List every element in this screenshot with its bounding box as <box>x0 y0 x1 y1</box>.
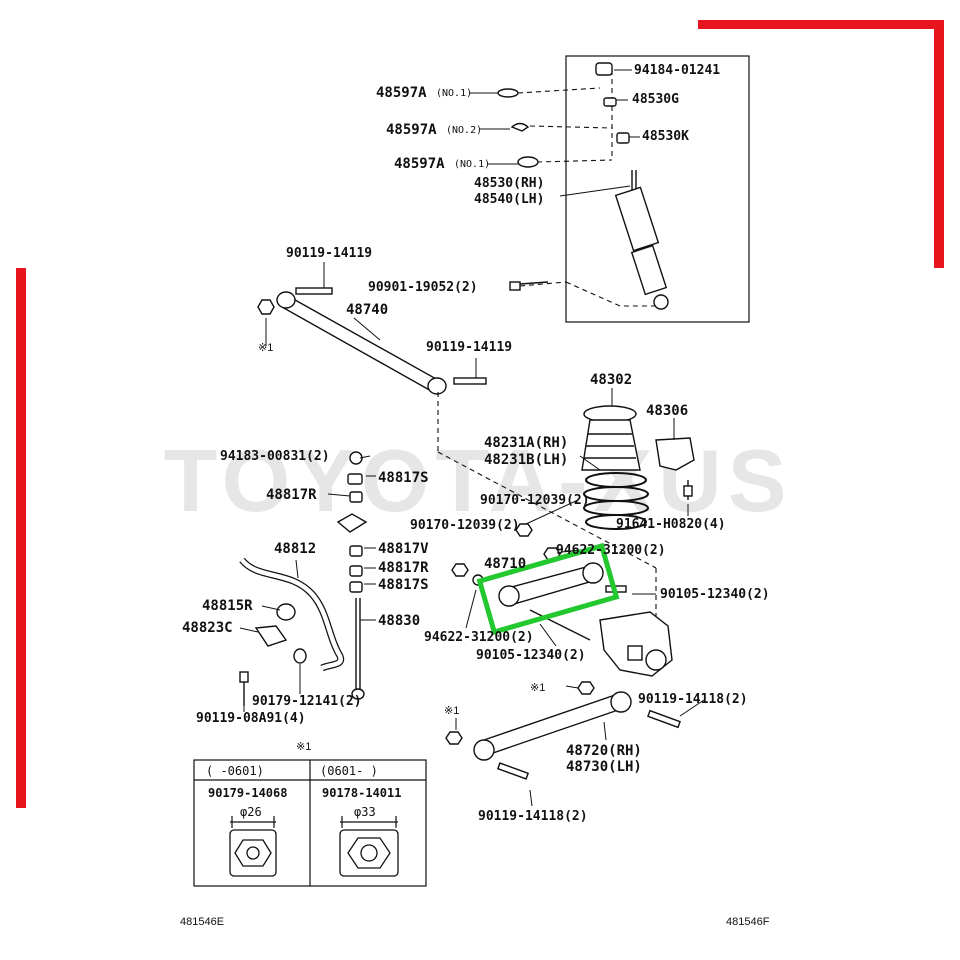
label-48597a-2: 48597A <box>386 122 437 138</box>
shock-leaders <box>517 70 658 307</box>
lower-control-arm <box>445 681 681 780</box>
stabilizer-stack <box>336 451 368 593</box>
label-48823c: 48823C <box>182 620 233 636</box>
label-90119-14118-bottom: 90119-14118(2) <box>478 809 588 824</box>
label-90119-14119-left: 90119-14119 <box>286 246 373 261</box>
label-94622-31200-bottom: 94622-31200(2) <box>424 630 534 645</box>
label-48302: 48302 <box>590 372 633 388</box>
figure-ref-right: 481546F <box>726 916 770 928</box>
label-48830: 48830 <box>378 613 421 629</box>
label-48597a-3: 48597A <box>394 156 445 172</box>
label-90901-19052: 90901-19052(2) <box>368 280 478 295</box>
label-48817s-1: 48817S <box>378 470 429 486</box>
label-90179-12141: 90179-12141(2) <box>252 694 362 709</box>
table-col2-period: (0601- ) <box>320 764 378 778</box>
label-90105-12340-right: 90105-12340(2) <box>660 587 770 602</box>
table-header-note: ※1 <box>296 741 312 753</box>
label-48530g: 48530G <box>632 92 679 107</box>
label-90170-12039-1: 90170-12039(2) <box>480 493 590 508</box>
shock-mount-parts <box>497 62 630 168</box>
label-48817v: 48817V <box>378 541 429 557</box>
label-48710: 48710 <box>484 556 527 572</box>
table-col2-size: φ33 <box>354 805 376 819</box>
label-note-1-low: ※1 <box>444 705 460 717</box>
red-frame-right <box>934 20 944 268</box>
label-48597a-1: 48597A <box>376 85 427 101</box>
label-48231b-lh: 48231B(LH) <box>484 452 569 468</box>
shock-absorber <box>614 170 669 310</box>
label-48812: 48812 <box>274 541 317 557</box>
label-48597a-3-note: (NO.1) <box>454 159 491 170</box>
label-48530k: 48530K <box>642 129 689 144</box>
table-col2-part: 90178-14011 <box>322 786 402 800</box>
figure-ref-left: 481546E <box>180 916 225 928</box>
red-frame-top <box>698 20 944 29</box>
small-nuts <box>451 523 561 586</box>
label-48730-lh: 48730(LH) <box>566 759 642 775</box>
spring-insulator <box>655 437 695 500</box>
shock-box <box>565 55 750 323</box>
label-48817r-2: 48817R <box>378 560 429 576</box>
label-note-1-mid: ※1 <box>530 682 546 694</box>
label-48306: 48306 <box>646 403 689 419</box>
label-90170-12039-2: 90170-12039(2) <box>410 518 520 533</box>
spring-bumper <box>581 405 641 471</box>
label-48817s-2: 48817S <box>378 577 429 593</box>
table-nut-large <box>339 829 399 877</box>
stabilizer-link <box>351 598 365 700</box>
label-94184-01241: 94184-01241 <box>634 63 721 78</box>
label-48720-rh: 48720(RH) <box>566 743 642 759</box>
table-col1-period: ( -0601) <box>206 764 264 778</box>
label-90105-12340-bottom: 90105-12340(2) <box>476 648 586 663</box>
axle-leaders <box>437 392 657 616</box>
label-48815r: 48815R <box>202 598 253 614</box>
coil-spring <box>583 472 649 530</box>
note-table <box>193 759 427 887</box>
label-48597a-1-note: (NO.1) <box>436 88 473 99</box>
table-col1-part: 90179-14068 <box>208 786 288 800</box>
red-frame-left <box>16 268 26 808</box>
label-90119-14119-right: 90119-14119 <box>426 340 513 355</box>
label-48817r-1: 48817R <box>266 487 317 503</box>
label-48597a-2-note: (NO.2) <box>446 125 483 136</box>
absorber-bolt <box>509 281 549 291</box>
label-48530-rh: 48530(RH) <box>474 176 545 191</box>
label-48231a-rh: 48231A(RH) <box>484 435 569 451</box>
stabilizer-bushing <box>239 603 307 706</box>
axle-bracket <box>599 611 673 677</box>
table-col1-size: φ26 <box>240 805 262 819</box>
label-90119-08a91: 90119-08A91(4) <box>196 711 306 726</box>
label-94622-31200-top: 94622-31200(2) <box>556 543 666 558</box>
label-48540-lh: 48540(LH) <box>474 192 545 207</box>
lateral-rod <box>257 287 487 395</box>
label-note-1-top: ※1 <box>258 342 274 354</box>
leader-lines <box>239 69 705 807</box>
upper-control-arm <box>498 562 627 641</box>
table-nut-small <box>229 829 277 877</box>
label-90119-14118-top: 90119-14118(2) <box>638 692 748 707</box>
label-94183-00831: 94183-00831(2) <box>220 449 330 464</box>
label-91641-h0820: 91641-H0820(4) <box>616 517 726 532</box>
label-48740: 48740 <box>346 302 389 318</box>
